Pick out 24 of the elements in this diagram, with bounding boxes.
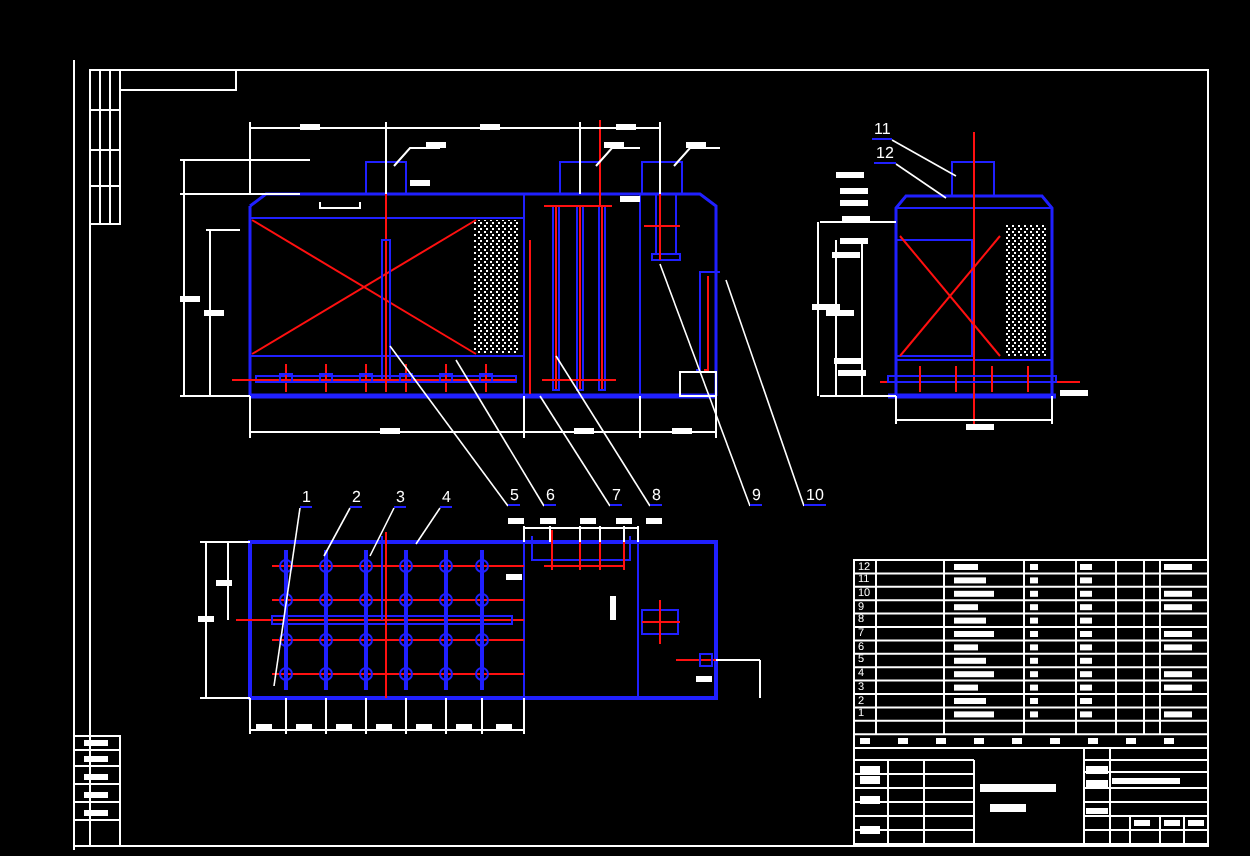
- callout-number: 2: [350, 490, 363, 508]
- callout-number: 9: [750, 488, 763, 506]
- callout-number: 7: [610, 488, 623, 506]
- leader-line: [323, 507, 351, 557]
- leader-line: [273, 507, 301, 687]
- callout-number: 3: [394, 490, 407, 508]
- callout-number: 12: [874, 146, 896, 164]
- leader-line: [725, 279, 805, 507]
- callout-number: 6: [544, 488, 557, 506]
- leader-line: [455, 359, 545, 507]
- leader-line: [539, 395, 611, 507]
- leader-line: [389, 345, 509, 507]
- callout-number: 8: [650, 488, 663, 506]
- leader-line: [555, 355, 651, 507]
- callout-number: 1: [300, 490, 313, 508]
- callout-number: 4: [440, 490, 453, 508]
- leader-line: [895, 163, 947, 199]
- callout-number: 11: [872, 122, 893, 140]
- leader-line: [415, 507, 441, 545]
- leader-line: [659, 263, 751, 507]
- leader-line: [369, 507, 395, 557]
- leader-line: [891, 139, 957, 177]
- callout-number: 10: [804, 488, 826, 506]
- callout-number: 5: [508, 488, 521, 506]
